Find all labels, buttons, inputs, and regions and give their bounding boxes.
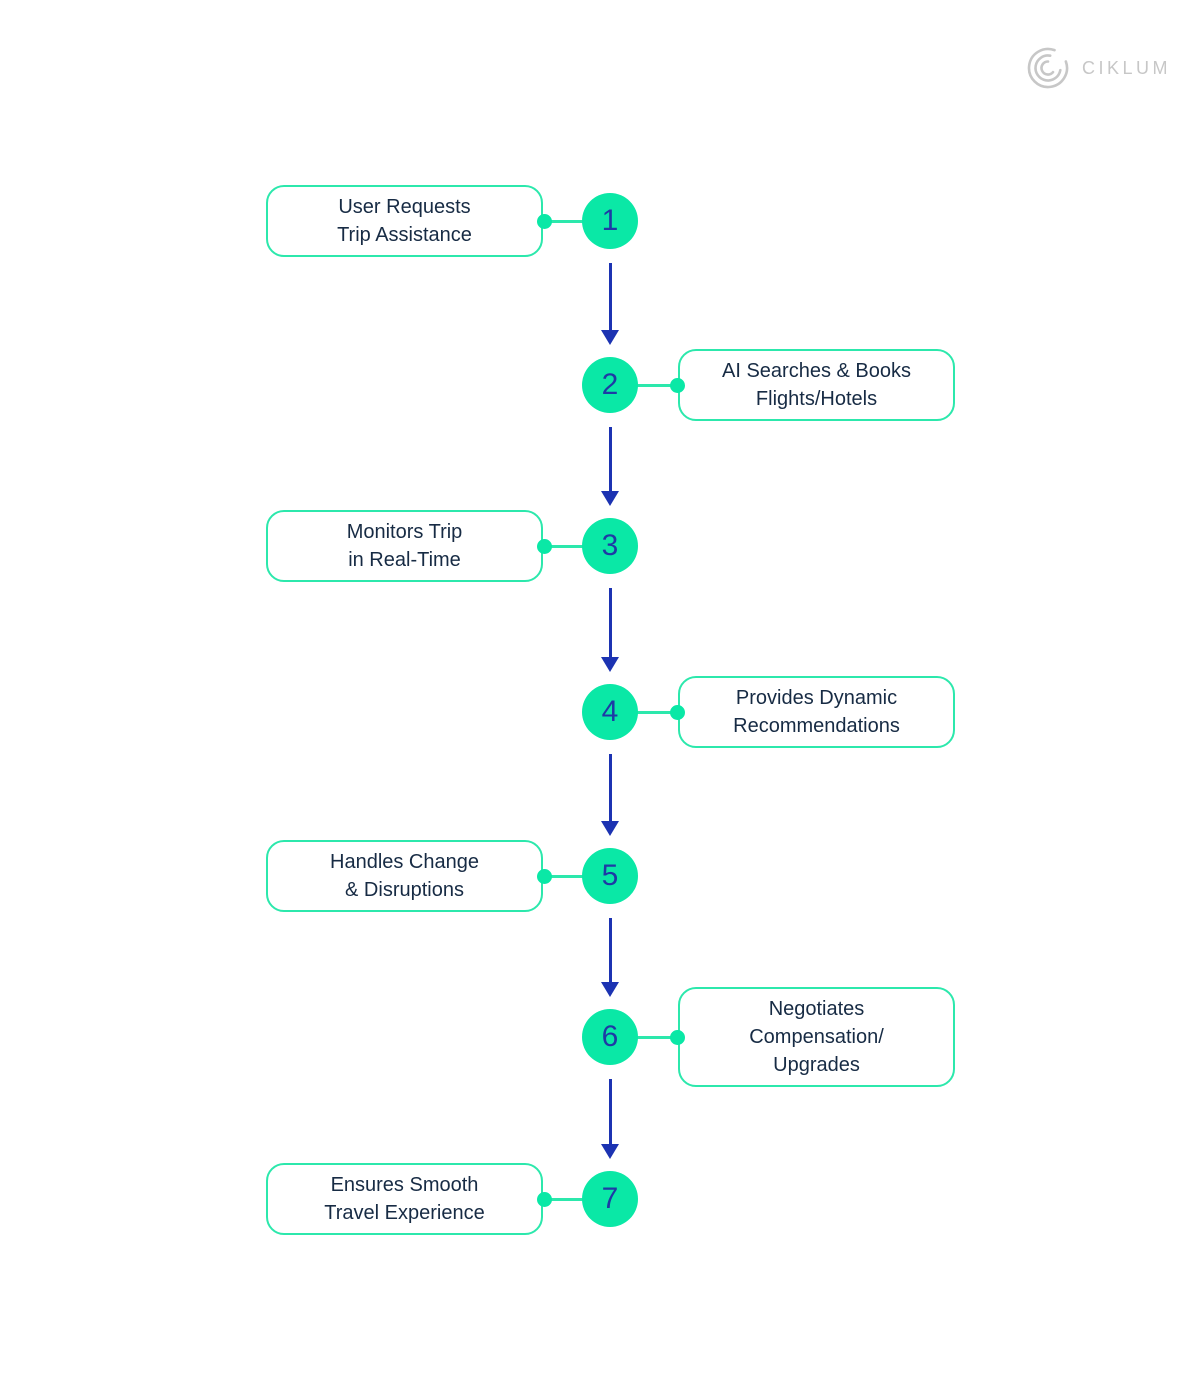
flow-arrow-line <box>608 918 612 983</box>
connector-line <box>542 1197 584 1201</box>
flow-arrow-line <box>608 754 612 822</box>
step-number-circle: 5 <box>582 848 638 904</box>
step-label-line: Flights/Hotels <box>755 388 878 410</box>
step-number-circle: 3 <box>582 518 638 574</box>
step-label-line: AI Searches & Books <box>722 360 911 382</box>
connector-line <box>636 383 679 387</box>
step-number-circle: 7 <box>582 1171 638 1227</box>
flow-arrow-line <box>608 588 612 658</box>
brand-name: CIKLUM <box>1082 57 1172 78</box>
step-label-line: Provides Dynamic <box>735 687 898 709</box>
step-box: Handles Change & Disruptions <box>266 840 543 912</box>
step-box: Monitors Trip in Real-Time <box>266 510 543 582</box>
flow-arrow-line <box>608 263 612 331</box>
connector-dot <box>536 213 552 229</box>
step-label-line: Ensures Smooth <box>330 1174 479 1196</box>
arrow-head-icon <box>601 821 619 836</box>
step-label-line: in Real-Time <box>348 549 461 571</box>
arrow-head-icon <box>601 330 619 345</box>
connector-line <box>636 710 679 714</box>
arrow-head-icon <box>601 657 619 672</box>
step-label-line: Compensation/ <box>749 1026 884 1048</box>
connector-dot <box>536 538 552 554</box>
step-label-line: Negotiates <box>768 998 865 1020</box>
step-label-line: Monitors Trip <box>346 521 463 543</box>
connector-dot <box>669 377 685 393</box>
connector-line <box>542 219 584 223</box>
step-label-line: & Disruptions <box>345 879 464 901</box>
step-label-line: Handles Change <box>330 851 479 873</box>
connector-line <box>542 544 584 548</box>
connector-dot <box>536 1191 552 1207</box>
connector-dot <box>536 868 552 884</box>
step-label-line: Upgrades <box>773 1054 860 1076</box>
step-label-line: Trip Assistance <box>337 224 472 246</box>
step-number-circle: 1 <box>582 193 638 249</box>
connector-line <box>542 874 584 878</box>
ciklum-logo: CIKLUM <box>1026 46 1171 90</box>
flow-arrow-line <box>608 1079 612 1145</box>
step-label-line: Travel Experience <box>324 1202 485 1224</box>
arrow-head-icon <box>601 491 619 506</box>
connector-line <box>636 1035 679 1039</box>
step-number-circle: 6 <box>582 1009 638 1065</box>
arrow-head-icon <box>601 982 619 997</box>
step-label-line: Recommendations <box>733 715 900 737</box>
step-number-circle: 4 <box>582 684 638 740</box>
flow-arrow-line <box>608 427 612 492</box>
step-label-line: User Requests <box>338 196 471 218</box>
connector-dot <box>669 1029 685 1045</box>
step-number-circle: 2 <box>582 357 638 413</box>
arrow-head-icon <box>601 1144 619 1159</box>
connector-dot <box>669 704 685 720</box>
ciklum-arcs-icon <box>1027 47 1069 89</box>
